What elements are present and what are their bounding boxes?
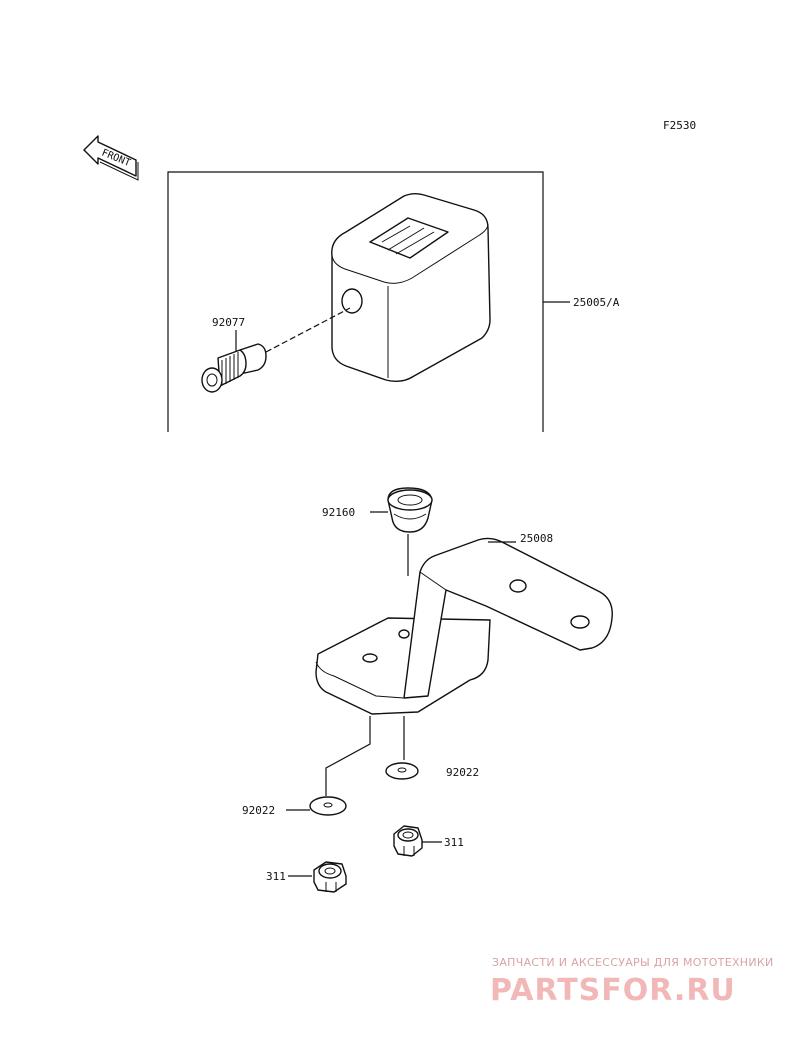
nut-left <box>313 861 347 893</box>
label-25008: 25008 <box>520 532 553 545</box>
label-92022-left: 92022 <box>242 804 275 817</box>
front-arrow-icon: FRONT <box>83 135 139 181</box>
meter-bracket <box>315 537 613 715</box>
nut-right <box>393 825 423 857</box>
label-311-left: 311 <box>266 870 286 883</box>
label-25005-a: 25005/A <box>573 296 620 309</box>
washer-left-leader <box>325 716 371 796</box>
grommet <box>387 487 433 533</box>
figure-code: F2530 <box>663 119 696 132</box>
washer-right <box>385 762 419 780</box>
socket-leader <box>265 307 351 353</box>
label-92022-right: 92022 <box>446 766 479 779</box>
watermark-tagline: ЗАПЧАСТИ И АКСЕССУАРЫ ДЛЯ МОТОТЕХНИКИ <box>492 956 774 969</box>
watermark-brand: PARTSFOR.RU <box>490 973 736 1008</box>
label-311-right: 311 <box>444 836 464 849</box>
bulb-socket <box>201 343 267 393</box>
meter-housing <box>331 193 491 383</box>
label-92077: 92077 <box>212 316 245 329</box>
label-92160: 92160 <box>322 506 355 519</box>
washer-left <box>309 796 347 816</box>
